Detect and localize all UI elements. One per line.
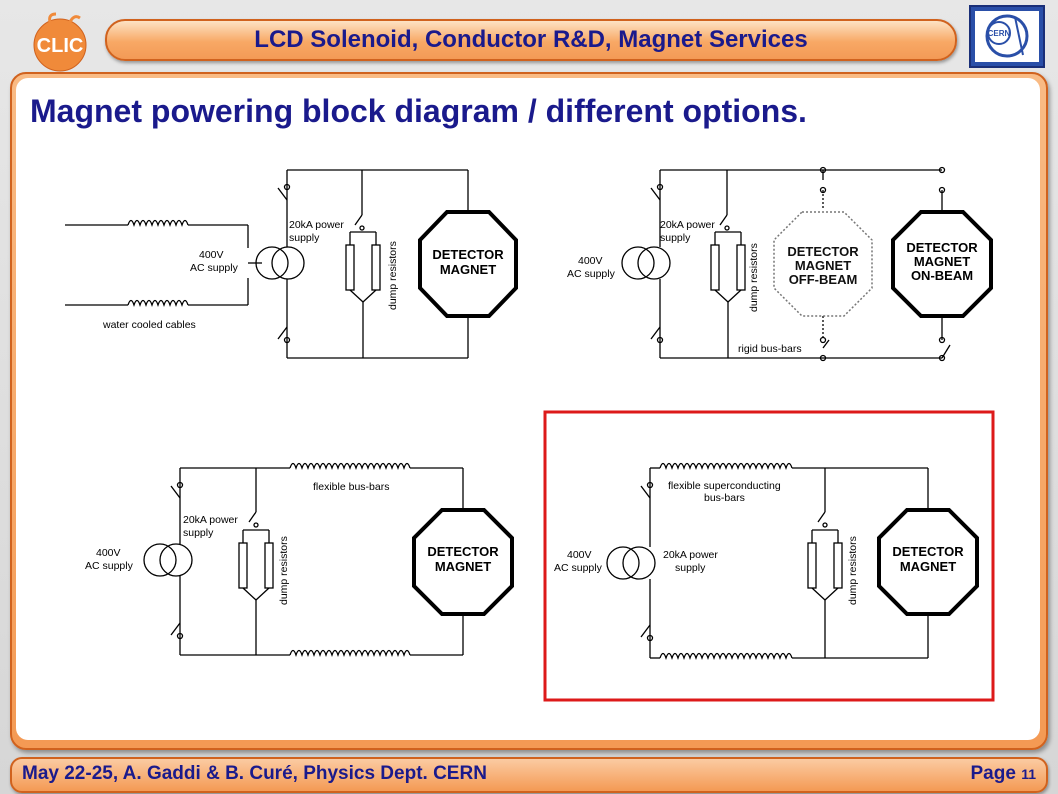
d4-magnet-line2: MAGNET — [900, 559, 956, 574]
transformer-primary — [255, 246, 289, 280]
d2-resistors-label: dump resistors — [748, 243, 760, 312]
d4-ps-line1: 20kA power — [663, 549, 718, 561]
d3-busbars-label: flexible bus-bars — [313, 481, 389, 493]
transformer-secondary — [271, 246, 305, 280]
d1-magnet-line2: MAGNET — [440, 262, 496, 277]
cern-logo: CERN — [969, 5, 1045, 68]
footer-page: Page 11 — [970, 763, 1036, 785]
slide-title: Magnet powering block diagram / differen… — [30, 93, 807, 129]
d2-ps-line1: 20kA power — [660, 219, 715, 231]
d4-supply-line2: AC supply — [554, 562, 603, 574]
cable-coil-top — [127, 219, 189, 228]
d4-busbar-coil-top — [659, 462, 793, 471]
d3-supply-line2: AC supply — [85, 560, 134, 572]
d1-magnet-line1: DETECTOR — [432, 247, 504, 262]
page-number: 11 — [1021, 766, 1036, 782]
d1-cables-label: water cooled cables — [102, 319, 196, 331]
d3-busbar-coil-bottom — [289, 649, 411, 658]
clic-logo-text: CLIC — [37, 35, 84, 57]
d4-supply-line1: 400V — [567, 549, 592, 561]
d2-off-line1: DETECTOR — [787, 244, 859, 259]
diagram-2: 400V AC supply 20kA power supply dump re… — [567, 166, 993, 362]
d4-busbars-line1: flexible superconducting — [668, 480, 781, 492]
d1-supply-line1: 400V — [199, 249, 224, 261]
d2-on-line3: ON-BEAM — [911, 268, 973, 283]
d2-supply-line1: 400V — [578, 255, 603, 267]
footer-bar — [10, 757, 1048, 793]
diagram-3: 400V AC supply 20kA power supply flexibl… — [85, 462, 514, 658]
d2-ps-line2: supply — [660, 232, 691, 244]
d1-ps-line2: supply — [289, 232, 320, 244]
d4-detector-magnet — [877, 508, 979, 616]
clic-logo: CLIC — [33, 12, 87, 72]
main-content-area — [16, 78, 1040, 740]
d2-on-line2: MAGNET — [914, 254, 970, 269]
d2-on-line1: DETECTOR — [906, 240, 978, 255]
footer-authors: May 22-25, A. Gaddi & B. Curé, Physics D… — [22, 763, 487, 784]
header-title: LCD Solenoid, Conductor R&D, Magnet Serv… — [105, 19, 957, 61]
d2-off-line3: OFF-BEAM — [789, 272, 858, 287]
d1-ps-line1: 20kA power — [289, 219, 344, 231]
d2-detector-magnet-off-beam — [773, 211, 873, 317]
d2-busbars-label: rigid bus-bars — [738, 343, 802, 355]
selected-option-highlight — [543, 410, 995, 702]
diagram-4: 400V AC supply 20kA power supply flexibl… — [554, 462, 979, 661]
d3-magnet-line1: DETECTOR — [427, 544, 499, 559]
d1-resistors-label: dump resistors — [387, 241, 399, 310]
d1-supply-line2: AC supply — [190, 262, 239, 274]
cern-logo-text: CERN — [988, 29, 1011, 38]
d3-detector-magnet — [412, 508, 514, 616]
d4-busbar-coil-bottom — [659, 652, 793, 661]
diagram-1: 400V AC supply 20kA power supply water c… — [65, 169, 518, 359]
d4-busbars-line2: bus-bars — [704, 492, 745, 504]
d2-off-line2: MAGNET — [795, 258, 851, 273]
d3-resistors-label: dump resistors — [278, 536, 290, 605]
d1-detector-magnet — [418, 210, 518, 318]
d3-busbar-coil-top — [289, 462, 411, 471]
d2-supply-line2: AC supply — [567, 268, 616, 280]
d3-magnet-line2: MAGNET — [435, 559, 491, 574]
cable-coil-bottom — [127, 299, 189, 308]
page-label: Page — [970, 763, 1016, 784]
d2-detector-magnet-on-beam — [891, 210, 993, 318]
d4-magnet-line1: DETECTOR — [892, 544, 964, 559]
d3-ps-line2: supply — [183, 527, 214, 539]
d4-resistors-label: dump resistors — [847, 536, 859, 605]
d4-ps-line2: supply — [675, 562, 706, 574]
d3-supply-line1: 400V — [96, 547, 121, 559]
d3-ps-line1: 20kA power — [183, 514, 238, 526]
